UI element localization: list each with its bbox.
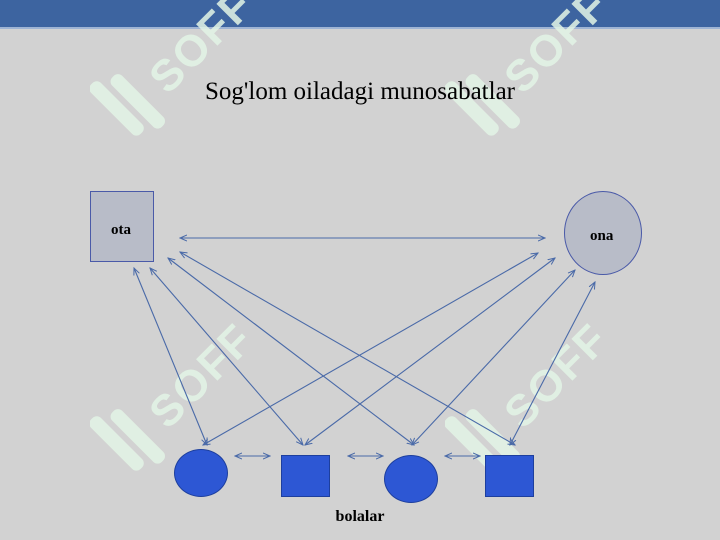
header-divider [0,27,720,29]
arrow-ota-child-3 [168,258,414,445]
header-bar [0,0,720,27]
watermark-logo: SOFF [89,0,263,190]
father-node: ota [90,191,154,262]
child-node-3 [384,455,438,503]
children-label: bolalar [335,508,385,525]
child-node-2 [281,455,330,497]
arrow-ona-child-4 [510,282,595,445]
child-node-4 [485,455,534,497]
watermark-logo: SOFF [444,0,618,190]
arrow-ota-child-2 [150,268,303,445]
mother-label: ona [590,228,614,244]
soff-logo-icon [444,74,520,136]
mother-node: ona [564,191,642,275]
arrow-ona-child-3 [412,270,575,445]
arrow-ota-child-4 [180,252,515,445]
arrow-ona-child-1 [203,253,538,445]
arrow-ota-child-1 [134,268,207,445]
father-label: ota [111,222,131,238]
slide-title: Sog'lom oiladagi munosabatlar [204,78,515,105]
soff-logo-icon [89,74,165,136]
child-node-1 [174,449,228,497]
arrow-ona-child-2 [305,258,555,445]
